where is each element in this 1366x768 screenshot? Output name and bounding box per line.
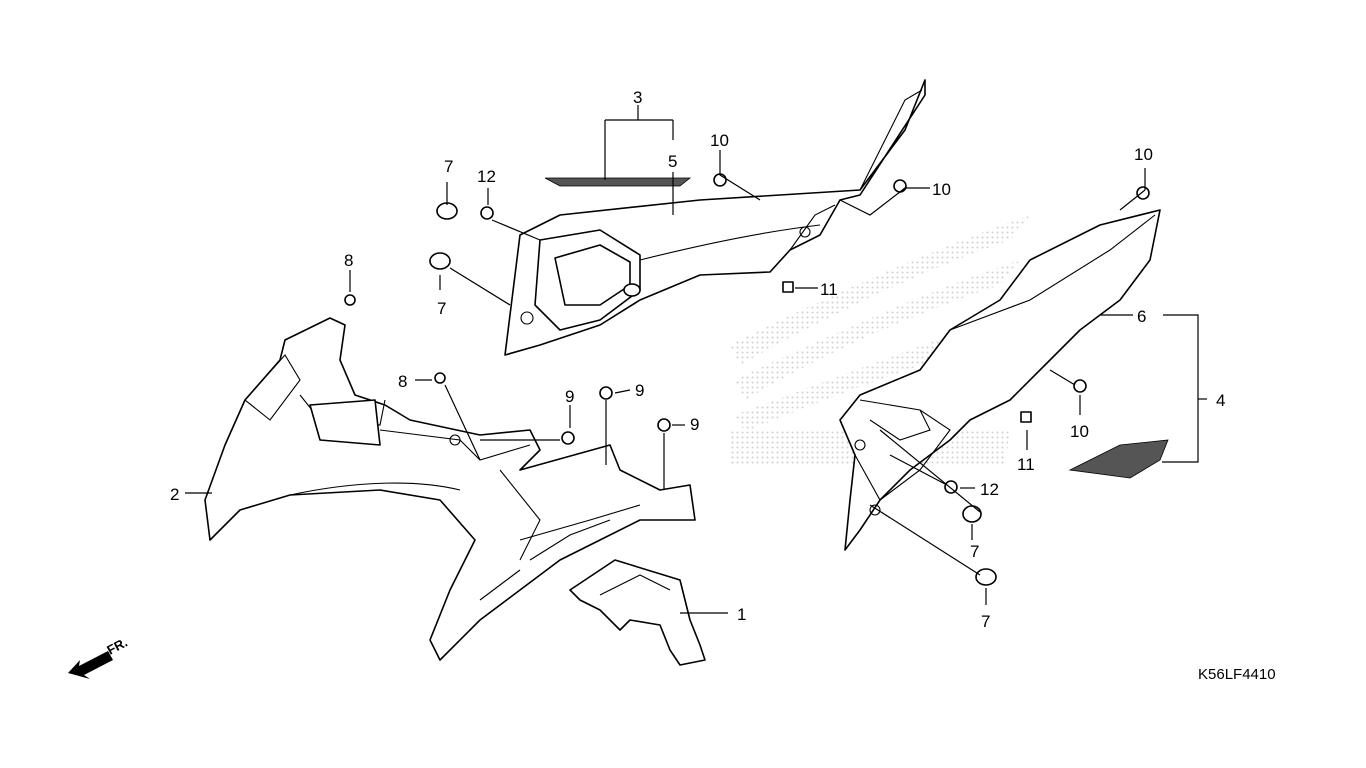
callout-7c: 7 <box>970 542 979 561</box>
nut-11b <box>1020 411 1032 423</box>
part-4-emblem-lower <box>1068 439 1169 479</box>
callout-11b: 11 <box>1017 455 1035 474</box>
callout-6: 6 <box>1137 307 1146 326</box>
callout-10d: 10 <box>1070 422 1089 441</box>
bolt-12a <box>480 206 494 220</box>
callout-3: 3 <box>633 88 642 107</box>
screw-9a <box>599 386 613 400</box>
rivet-10d <box>1073 379 1087 393</box>
part-2-front-cover <box>204 317 696 661</box>
part-6-side-cover <box>839 209 1161 551</box>
callout-2: 2 <box>170 485 179 504</box>
callout-4: 4 <box>1216 391 1225 410</box>
callout-10b: 10 <box>932 180 951 199</box>
grommet-7c <box>962 505 982 523</box>
clip-8b <box>434 372 446 384</box>
screw-9c <box>657 418 671 432</box>
callout-10a: 10 <box>710 131 729 150</box>
front-direction-arrow-icon: FR. <box>68 635 130 679</box>
callout-8a: 8 <box>344 251 353 270</box>
leader-lines <box>185 105 1207 614</box>
part-5-inner-cover <box>504 79 926 356</box>
callout-7a: 7 <box>444 157 453 176</box>
grommet-7b <box>429 252 451 270</box>
callout-11a: 11 <box>820 280 838 299</box>
grommet-7d <box>975 568 997 586</box>
screw-9b <box>561 431 575 445</box>
part-1-bracket <box>569 559 706 666</box>
callout-9c: 9 <box>690 415 699 434</box>
callout-9b: 9 <box>565 387 574 406</box>
callout-7d: 7 <box>981 612 990 631</box>
nut-11a <box>782 281 794 293</box>
clip-8a <box>344 294 356 306</box>
callout-12a: 12 <box>477 167 496 186</box>
callout-12b: 12 <box>980 480 999 499</box>
part-3-emblem-upper <box>544 177 692 187</box>
callout-5: 5 <box>668 152 677 171</box>
grommet-7a <box>436 202 458 220</box>
diagram-code: K56LF4410 <box>1198 666 1276 683</box>
callout-7b: 7 <box>437 299 446 318</box>
rivet-10c <box>1136 186 1150 200</box>
rivet-10b <box>893 179 907 193</box>
callouts: 1 2 3 4 5 6 7 7 7 7 8 8 9 9 9 10 10 10 1… <box>170 88 1225 631</box>
callout-10c: 10 <box>1134 145 1153 164</box>
fasteners <box>344 173 1150 586</box>
callout-9a: 9 <box>635 381 644 400</box>
callout-1: 1 <box>737 605 746 624</box>
callout-8b: 8 <box>398 372 407 391</box>
rivet-10a <box>713 173 727 187</box>
